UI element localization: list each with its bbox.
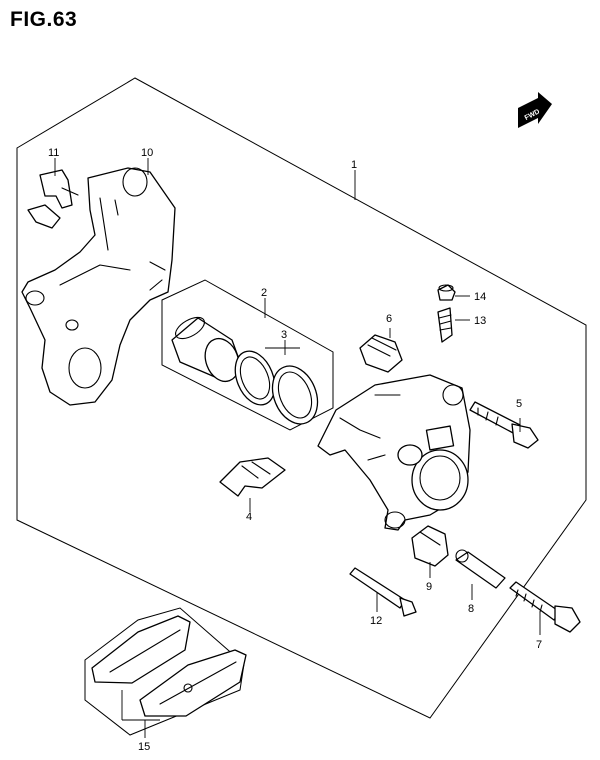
- callout-12: 12: [370, 615, 382, 627]
- callout-3: 3: [281, 329, 287, 341]
- caliper-body-part: [317, 374, 471, 531]
- callout-labels: 1 2 3 4 5 6 7 8 9 10 11 12 13 14 15: [48, 147, 542, 753]
- fwd-direction-badge: FWD: [518, 92, 552, 128]
- piston-group-frame: [161, 279, 334, 431]
- pad-pin-part: [349, 567, 417, 617]
- dust-boot-part: [359, 334, 403, 373]
- pad-clip-part: [219, 457, 286, 497]
- callout-6: 6: [386, 313, 392, 325]
- figure-title: FIG.63: [10, 8, 78, 31]
- callout-9: 9: [426, 581, 432, 593]
- bleeder-valve-part: [437, 307, 453, 343]
- callout-5: 5: [516, 398, 522, 410]
- callout-10: 10: [141, 147, 153, 159]
- callout-2: 2: [261, 287, 267, 299]
- brake-pads-group-frame: [84, 607, 245, 736]
- long-bolt-part: [509, 581, 581, 633]
- assembly-frame: [16, 77, 587, 719]
- slide-boot-part: [411, 525, 449, 567]
- callout-11: 11: [48, 147, 59, 159]
- callout-4: 4: [246, 511, 252, 523]
- brake-pads-part: [84, 607, 247, 736]
- callout-7: 7: [536, 639, 542, 651]
- pad-spring-part: [27, 169, 79, 229]
- slide-sleeve-part: [455, 549, 506, 589]
- callout-14: 14: [474, 291, 486, 303]
- piston-seals-part: [234, 350, 319, 425]
- callout-15: 15: [138, 741, 150, 753]
- callout-1: 1: [351, 159, 357, 171]
- caliper-bracket-part: [21, 167, 176, 406]
- caliper-bolt-part: [469, 401, 539, 449]
- bleeder-cap-part: [437, 284, 456, 301]
- callout-13: 13: [474, 315, 486, 327]
- callout-8: 8: [468, 603, 474, 615]
- leader-lines: [54, 158, 541, 738]
